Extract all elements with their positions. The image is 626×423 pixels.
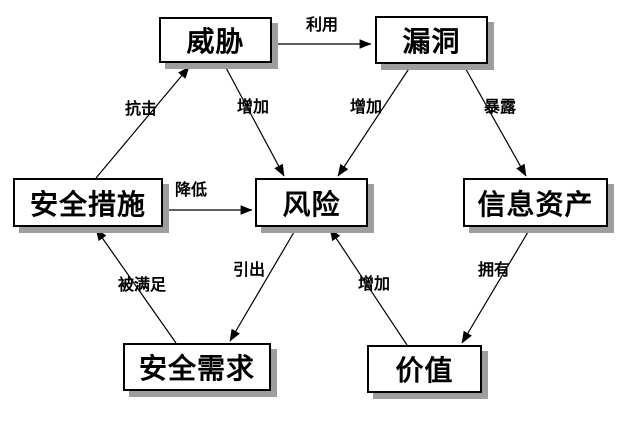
- edge-label-value-increase: 增加: [357, 274, 391, 293]
- edge-label-expose: 暴露: [483, 97, 517, 116]
- node-value-label: 价值: [395, 354, 454, 387]
- edge-threat-increase-line: [223, 63, 285, 177]
- edge-label-satisfied: 被满足: [117, 275, 167, 294]
- edge-label-exploit: 利用: [305, 15, 339, 34]
- node-vulnerability: 漏洞: [375, 16, 488, 64]
- node-security-requirements-label: 安全需求: [138, 352, 255, 385]
- node-risk-label: 风险: [282, 187, 341, 221]
- edge-label-reduce: 降低: [174, 180, 208, 199]
- node-value: 价值: [367, 345, 482, 393]
- edge-lead-to-line: [229, 226, 298, 342]
- node-information-assets: 信息资产: [463, 178, 608, 227]
- node-security-measures-label: 安全措施: [29, 187, 146, 221]
- edge-expose-line: [462, 63, 527, 177]
- edge-label-own: 拥有: [477, 260, 511, 279]
- edge-vuln-increase-line: [337, 63, 413, 177]
- edge-label-lead-to: 引出: [232, 260, 266, 279]
- edge-label-resist: 抗击: [124, 99, 158, 118]
- edge-satisfied-line: [95, 228, 177, 344]
- edge-resist-line: [95, 66, 190, 179]
- node-security-requirements: 安全需求: [123, 343, 271, 391]
- node-threat-label: 威胁: [186, 25, 245, 58]
- edge-value-increase-line: [329, 228, 408, 346]
- edge-label-vuln-increase: 增加: [349, 97, 383, 116]
- node-risk: 风险: [255, 178, 368, 227]
- node-security-measures: 安全措施: [13, 178, 163, 227]
- node-vulnerability-label: 漏洞: [402, 25, 461, 58]
- edge-label-threat-increase: 增加: [236, 97, 270, 116]
- node-threat: 威胁: [159, 17, 272, 63]
- edge-own-line: [461, 226, 532, 344]
- node-information-assets-label: 信息资产: [477, 187, 594, 221]
